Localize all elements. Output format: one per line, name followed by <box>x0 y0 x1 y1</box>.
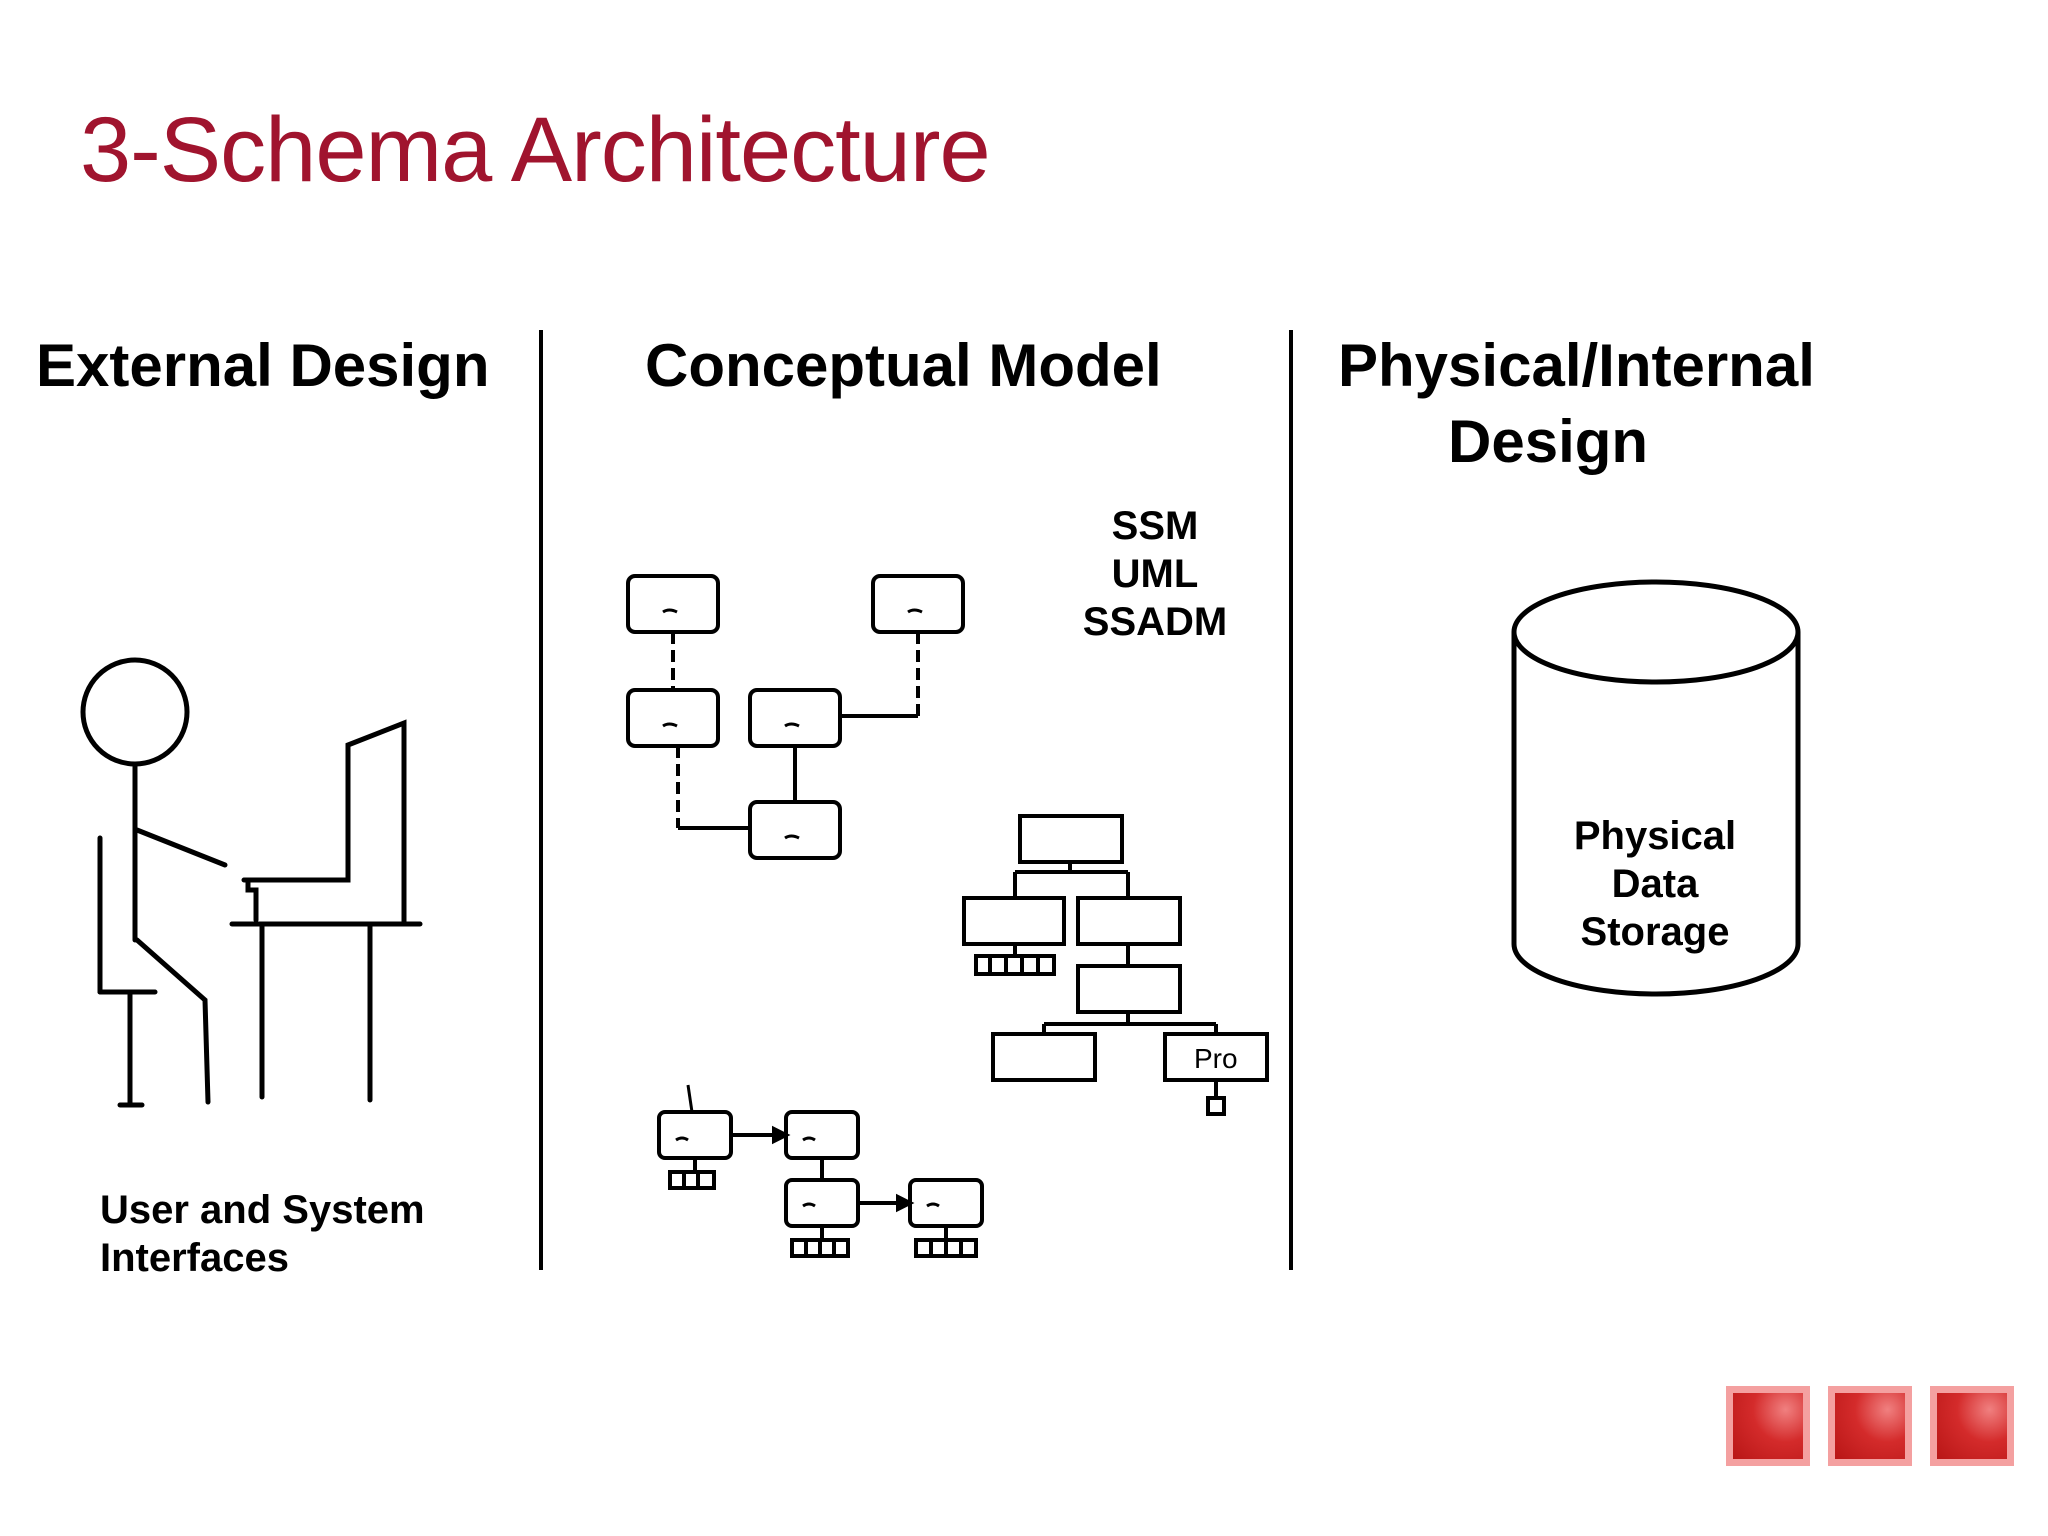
entity-box-5 <box>748 800 842 860</box>
entity-box-4 <box>748 688 842 748</box>
structure-box-label-pro: Pro <box>1194 1043 1238 1074</box>
storage-label-line3: Storage <box>1580 910 1730 954</box>
cylinder-bottom <box>1511 943 1801 997</box>
nav-button-2[interactable] <box>1828 1386 1912 1466</box>
storage-label-line2: Data <box>1611 862 1699 906</box>
slide-title: 3-Schema Architecture <box>80 99 991 201</box>
structure-detail-blocks <box>974 954 1056 976</box>
entity-box-3 <box>626 688 720 748</box>
storage-label-line1: Physical <box>1573 814 1737 858</box>
physical-data-storage-label: Physical Data Storage <box>1510 812 1800 956</box>
flow-box-4 <box>908 1178 984 1228</box>
keyboard-edge <box>245 877 259 923</box>
modelling-methods-list: SSM UML SSADM <box>1060 502 1250 646</box>
method-uml: UML <box>1111 552 1199 596</box>
structure-box-root <box>1018 814 1124 864</box>
user-head <box>80 657 190 767</box>
user-leg <box>134 937 211 1105</box>
column-divider-right <box>1289 330 1293 1270</box>
entity-box-2 <box>871 574 965 634</box>
user-arm <box>134 827 228 868</box>
conceptual-model-heading: Conceptual Model <box>645 332 1162 399</box>
physical-design-heading-line2: Design <box>1448 408 1649 475</box>
user-at-computer-illustration <box>80 657 423 1108</box>
user-interfaces-caption: User and System Interfaces <box>100 1186 425 1282</box>
database-cylinder-icon <box>1511 579 1801 997</box>
structure-leaf <box>1206 1096 1226 1116</box>
entity-box-1 <box>626 574 720 634</box>
structure-box-bottom-left <box>991 1032 1097 1082</box>
flow-box-1 <box>657 1110 733 1160</box>
structure-box-mid <box>1076 964 1182 1014</box>
interfaces-caption-line2: Interfaces <box>100 1236 289 1280</box>
interfaces-caption-line1: User and System <box>100 1188 425 1232</box>
cylinder-top <box>1511 579 1801 685</box>
column-divider-left <box>539 330 543 1270</box>
flow-box-2 <box>784 1110 860 1160</box>
external-design-heading: External Design <box>36 332 490 399</box>
flow-box-3 <box>784 1178 860 1228</box>
nav-button-1[interactable] <box>1726 1386 1810 1466</box>
physical-design-heading-line1: Physical/Internal <box>1338 332 1815 399</box>
nav-button-3[interactable] <box>1930 1386 2014 1466</box>
method-ssadm: SSADM <box>1082 600 1228 644</box>
structure-chart <box>962 814 1269 1116</box>
structure-box-right <box>1076 896 1182 946</box>
entity-diagram-top <box>626 574 965 860</box>
method-ssm: SSM <box>1111 504 1199 548</box>
data-flow-diagram <box>657 1084 984 1258</box>
keyboard <box>241 719 407 927</box>
structure-box-left <box>962 896 1066 946</box>
